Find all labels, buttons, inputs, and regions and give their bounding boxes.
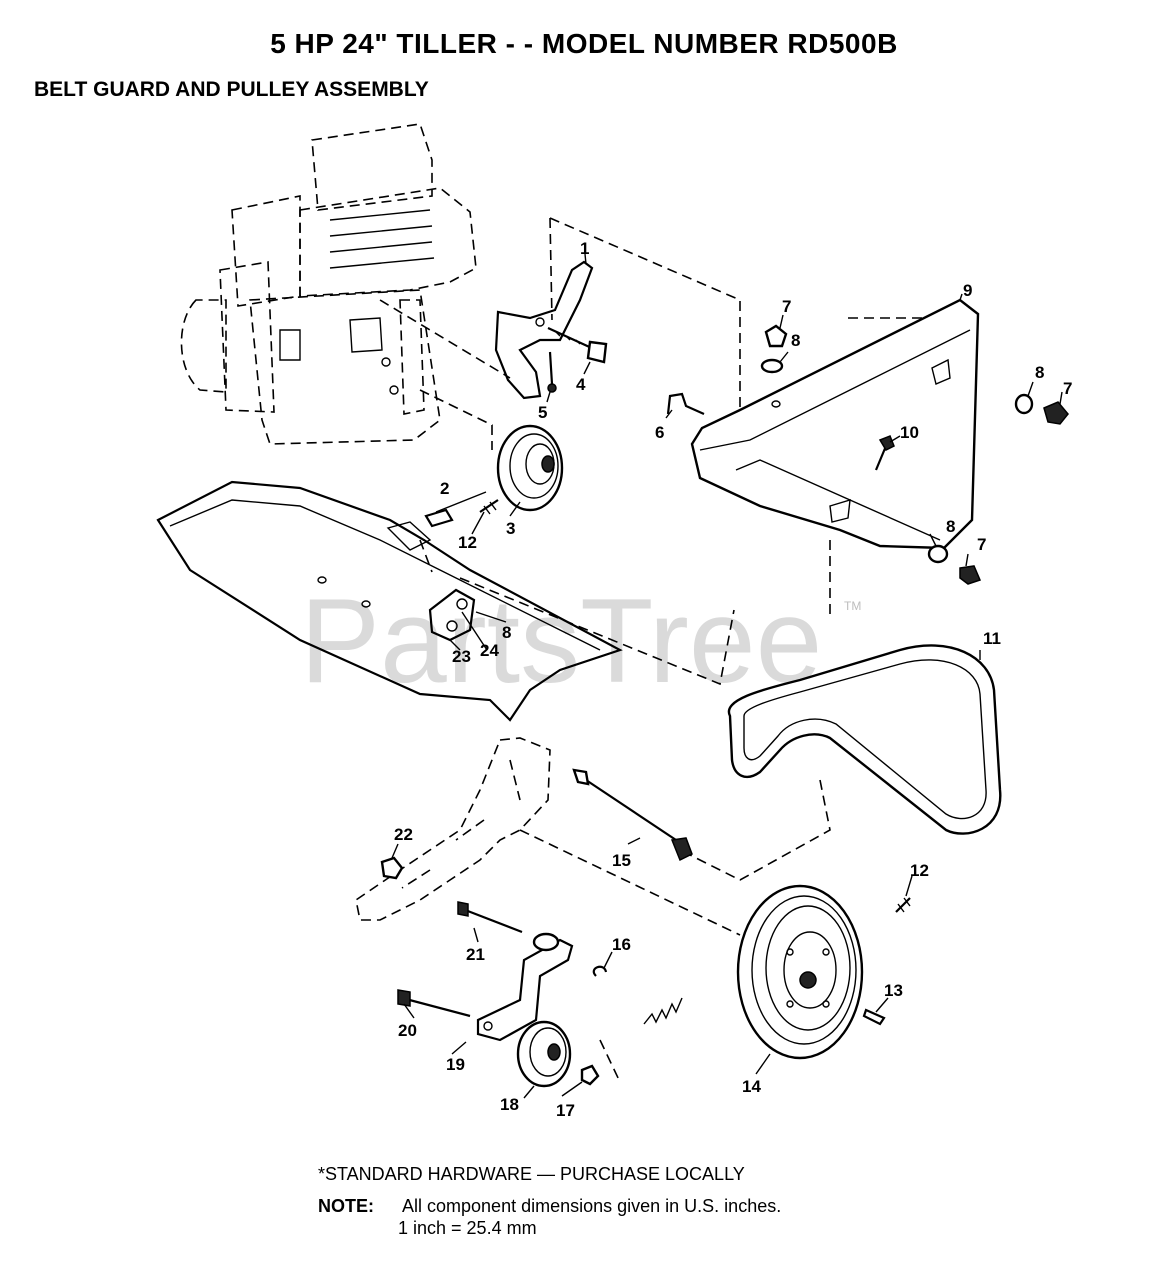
callout-16: 16: [612, 935, 631, 954]
callout-14: 14: [742, 1077, 761, 1096]
callout-10: 10: [900, 423, 919, 442]
dimensions-note: NOTE: All component dimensions given in …: [318, 1196, 781, 1217]
callout-8-right: 8: [1035, 363, 1044, 382]
part-16-e-clip: [592, 965, 608, 977]
part-7-nut-top: [764, 324, 788, 348]
callout-15: 15: [612, 851, 631, 870]
part-12-set-screw-upper: [479, 499, 499, 515]
part-10-bolt: [874, 435, 895, 471]
part-13-key: [862, 1008, 886, 1026]
part-8-washer-lower: [927, 544, 949, 564]
part-11-v-belt: [727, 644, 1002, 835]
part-15-shaft: [572, 768, 693, 862]
callout-3: 3: [506, 519, 515, 538]
callout-13: 13: [884, 981, 903, 1000]
standard-hardware-note: *STANDARD HARDWARE — PURCHASE LOCALLY: [318, 1164, 745, 1184]
part-14-large-pulley: [736, 884, 864, 1060]
callout-5: 5: [538, 403, 547, 422]
callout-4: 4: [576, 375, 586, 394]
callout-8-lower: 8: [946, 517, 955, 536]
callout-12-lower: 12: [910, 861, 929, 880]
part-7-nut-lower: [959, 565, 982, 585]
callout-22: 22: [394, 825, 413, 844]
callout-7-top: 7: [782, 297, 791, 316]
callout-20: 20: [398, 1021, 417, 1040]
engine-outline: [180, 123, 477, 445]
part-21-pin: [457, 901, 523, 934]
callout-19: 19: [446, 1055, 465, 1074]
part-1-bracket: [494, 260, 594, 400]
tine-shield: [156, 480, 623, 722]
callout-11: 11: [983, 629, 1001, 648]
callout-21: 21: [466, 945, 485, 964]
assembly-subtitle: BELT GUARD AND PULLEY ASSEMBLY: [34, 78, 429, 101]
callout-2: 2: [440, 479, 449, 498]
callout-8-shield: 8: [502, 623, 511, 642]
unit-conversion-note: 1 inch = 25.4 mm: [398, 1218, 537, 1238]
page-title: 5 HP 24" TILLER - - MODEL NUMBER RD500B: [270, 28, 898, 59]
part-4-bolt: [547, 327, 608, 364]
callout-8-top: 8: [791, 331, 800, 350]
part-20-bolt: [397, 989, 471, 1018]
part-18-idler-pulley: [516, 1020, 572, 1088]
callout-6: 6: [655, 423, 664, 442]
part-19-idler-arm: [476, 932, 574, 1042]
callout-7-right: 7: [1063, 379, 1072, 398]
part-5-screw: [547, 351, 557, 393]
part-3-drive-pulley: [496, 424, 564, 512]
part-23-plate: [428, 588, 476, 642]
callout-12-upper: 12: [458, 533, 477, 552]
leader-lines: [391, 253, 1063, 1099]
callout-18: 18: [500, 1095, 519, 1114]
part-8-washer-right: [1014, 393, 1034, 415]
mounting-bracket: [355, 737, 551, 921]
part-8-washer-top: [760, 358, 784, 374]
part-6-hook-bolt: [666, 392, 705, 416]
part-12-set-screw-lower: [895, 897, 911, 913]
watermark-trademark: TM: [844, 599, 861, 613]
callout-9: 9: [963, 281, 972, 300]
callout-7-lower: 7: [977, 535, 986, 554]
part-2-clip: [424, 508, 454, 528]
callout-1: 1: [580, 239, 589, 258]
part-9-belt-guard: [690, 298, 980, 550]
watermark-text: PartsTree: [300, 574, 822, 708]
part-22-nut: [380, 856, 404, 880]
callout-24: 24: [480, 641, 499, 660]
part-7-nut-right: [1043, 401, 1069, 425]
part-24-fastener: [456, 598, 468, 610]
callout-23: 23: [452, 647, 471, 666]
part-17-nut: [580, 1064, 600, 1086]
note-label: NOTE:: [318, 1196, 374, 1216]
exploded-parts-diagram: PartsTree TM: [156, 123, 1072, 1120]
idler-spring: [643, 997, 683, 1025]
callout-17: 17: [556, 1101, 575, 1120]
note-text: All component dimensions given in U.S. i…: [402, 1196, 782, 1216]
